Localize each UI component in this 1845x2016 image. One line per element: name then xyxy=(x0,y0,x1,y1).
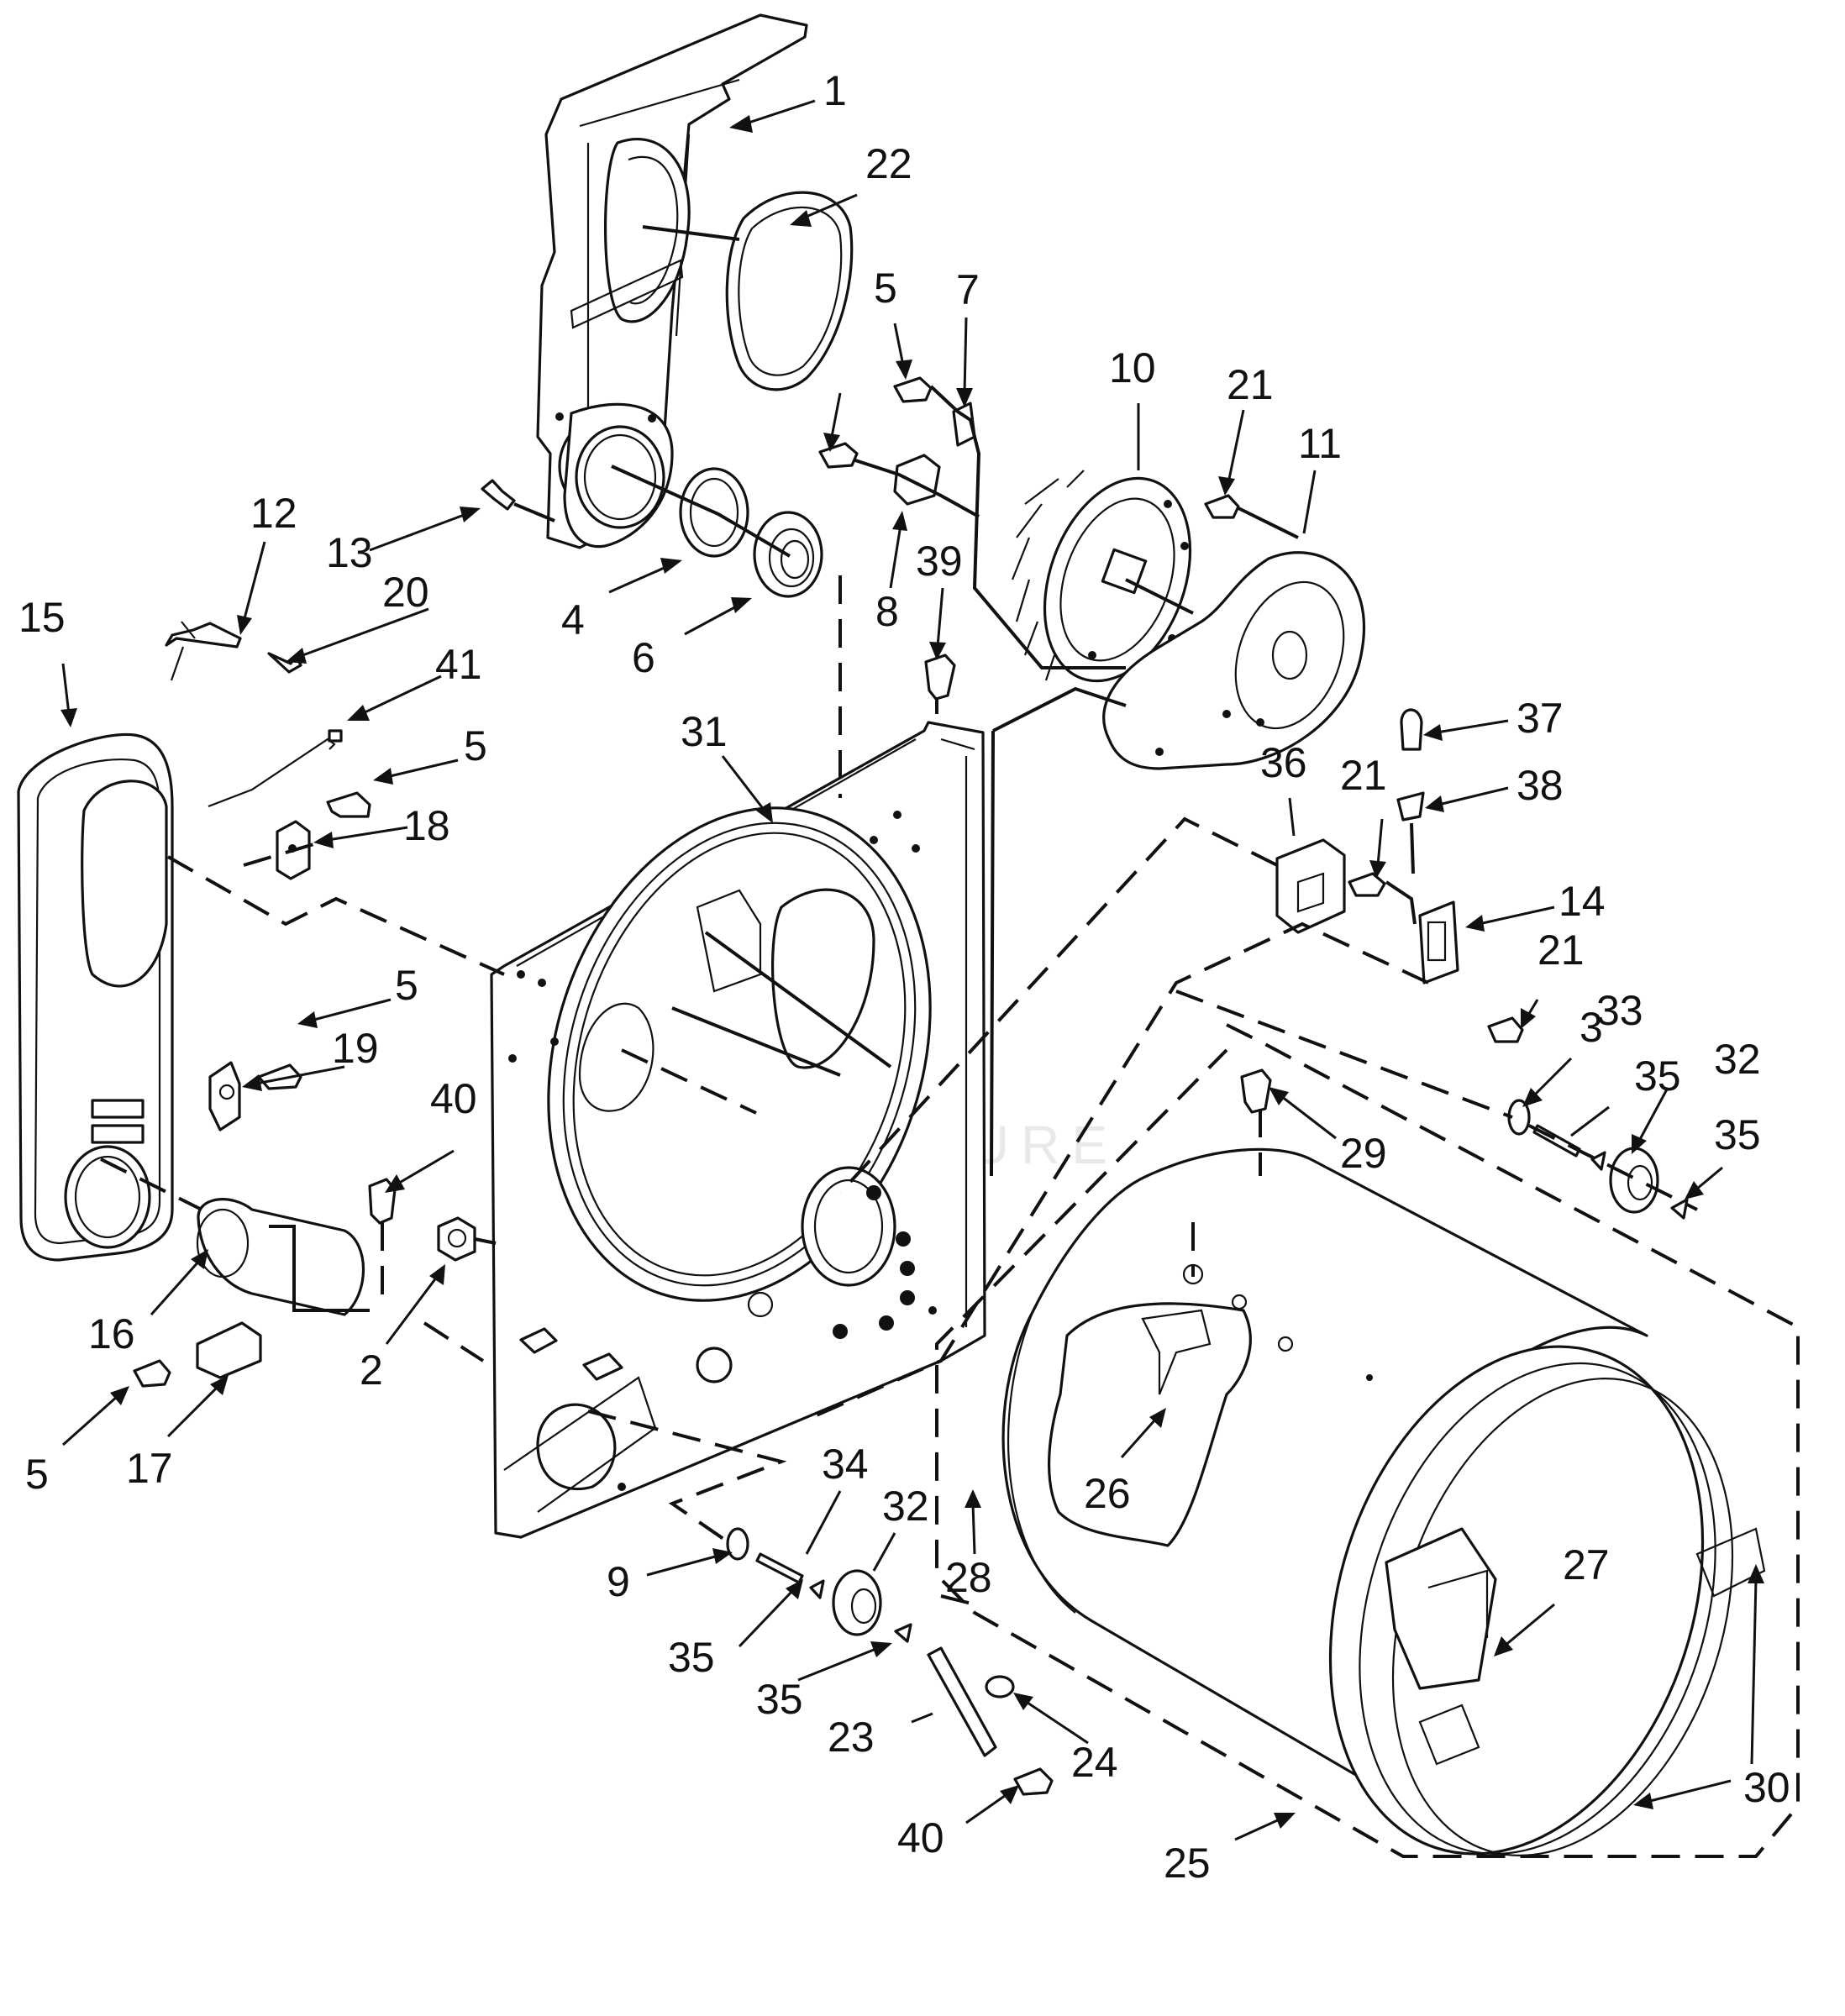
callout-35: 35 xyxy=(1714,1111,1761,1158)
callout-20: 20 xyxy=(382,569,429,616)
part-36-terminal-block xyxy=(1275,838,1346,934)
part-21-screw-b xyxy=(1348,872,1386,897)
callout-9: 9 xyxy=(607,1558,630,1605)
callout-21: 21 xyxy=(1227,361,1274,408)
callout-5: 5 xyxy=(874,265,897,312)
part-35-clip-a xyxy=(1590,1151,1606,1171)
part-5-screw-c xyxy=(257,1063,302,1090)
callout-leaders xyxy=(60,99,1764,1841)
callout-8: 8 xyxy=(875,588,899,635)
callout-12: 12 xyxy=(250,490,297,537)
part-37-bulb xyxy=(1400,708,1423,751)
callout-5: 5 xyxy=(25,1451,49,1498)
part-39-screw xyxy=(924,654,956,701)
part-14-switch-plate xyxy=(1418,900,1459,984)
callout-41: 41 xyxy=(435,641,482,688)
callout-22: 22 xyxy=(865,140,912,187)
callout-35: 35 xyxy=(668,1634,715,1681)
part-30-drum-rings xyxy=(1328,1345,1766,1856)
callout-7: 7 xyxy=(956,266,980,313)
part-35-clip-b xyxy=(1670,1198,1689,1220)
part-16-motor xyxy=(196,1198,365,1316)
part-10-blower-wheel xyxy=(1011,470,1192,683)
part-31-bulkhead xyxy=(490,721,986,1539)
part-35-clip-d xyxy=(894,1623,912,1643)
callout-5: 5 xyxy=(464,722,487,769)
callout-1: 1 xyxy=(823,67,847,114)
part-1-duct xyxy=(536,13,808,549)
callout-31: 31 xyxy=(681,708,728,755)
part-5-screw-b xyxy=(326,791,371,818)
part-15-panel xyxy=(17,732,174,1262)
part-23-link xyxy=(927,1646,997,1757)
part-5-screw-a xyxy=(893,376,933,403)
part-5-screw-e xyxy=(818,442,859,469)
callout-36: 36 xyxy=(1260,739,1307,786)
part-17-bracket xyxy=(196,1321,262,1379)
part-11-blower-housing xyxy=(1102,551,1366,770)
callout-40: 40 xyxy=(897,1814,944,1861)
callout-40: 40 xyxy=(430,1075,477,1122)
callout-32: 32 xyxy=(882,1483,929,1530)
part-24-washer xyxy=(985,1675,1015,1698)
callout-14: 14 xyxy=(1559,878,1606,925)
part-5-screw-d xyxy=(133,1359,171,1388)
part-8-sensor xyxy=(893,454,941,506)
callout-5: 5 xyxy=(395,962,418,1009)
callout-4: 4 xyxy=(561,596,585,643)
callout-15: 15 xyxy=(18,594,66,641)
part-35-clip-c xyxy=(809,1579,825,1599)
callout-21: 21 xyxy=(1340,752,1387,799)
callout-11: 11 xyxy=(1298,420,1342,467)
part-32-roller-b xyxy=(832,1569,882,1636)
callout-25: 25 xyxy=(1164,1840,1211,1887)
callout-38: 38 xyxy=(1516,762,1564,809)
callout-30: 30 xyxy=(1743,1764,1790,1811)
callout-24: 24 xyxy=(1071,1739,1118,1786)
callout-6: 6 xyxy=(632,634,655,681)
callout-2: 2 xyxy=(360,1347,383,1394)
part-41-sensor xyxy=(208,729,343,808)
callout-29: 29 xyxy=(1340,1130,1387,1177)
part-29-screw xyxy=(1240,1068,1272,1114)
callout-37: 37 xyxy=(1516,695,1564,742)
callout-34: 34 xyxy=(822,1441,869,1488)
callout-3: 3 xyxy=(1580,1004,1603,1051)
callout-18: 18 xyxy=(403,802,450,849)
callout-28: 28 xyxy=(945,1554,992,1601)
part-34-shaft xyxy=(755,1552,804,1584)
callout-32: 32 xyxy=(1714,1036,1761,1083)
callout-39: 39 xyxy=(916,538,963,585)
callout-26: 26 xyxy=(1084,1470,1131,1517)
part-12-bracket xyxy=(165,621,242,681)
callout-10: 10 xyxy=(1109,344,1156,391)
part-19-fuse xyxy=(208,1061,241,1131)
callout-33: 33 xyxy=(1596,987,1643,1034)
part-40-screw-b xyxy=(1013,1767,1054,1796)
callout-17: 17 xyxy=(126,1445,173,1492)
callout-21: 21 xyxy=(1538,927,1585,974)
callout-23: 23 xyxy=(828,1714,875,1761)
part-13-screw xyxy=(481,479,516,511)
part-38-socket xyxy=(1396,791,1425,822)
callout-19: 19 xyxy=(332,1025,379,1072)
callout-labels: 1 22 5 7 10 21 11 12 13 20 4 6 8 39 15 4… xyxy=(18,67,1790,1887)
part-9-washer-b xyxy=(726,1527,749,1561)
part-2-nut xyxy=(437,1216,476,1262)
callout-35: 35 xyxy=(1634,1053,1681,1100)
callout-35: 35 xyxy=(756,1676,803,1723)
callout-16: 16 xyxy=(88,1310,135,1357)
callout-13: 13 xyxy=(326,529,373,576)
part-22-gasket xyxy=(725,191,854,391)
callout-27: 27 xyxy=(1563,1541,1610,1588)
part-21-screw-a xyxy=(1204,494,1240,519)
part-21-screw-c xyxy=(1487,1016,1524,1043)
part-32-roller-a xyxy=(1609,1147,1659,1214)
assembly-lines xyxy=(100,225,1800,1858)
